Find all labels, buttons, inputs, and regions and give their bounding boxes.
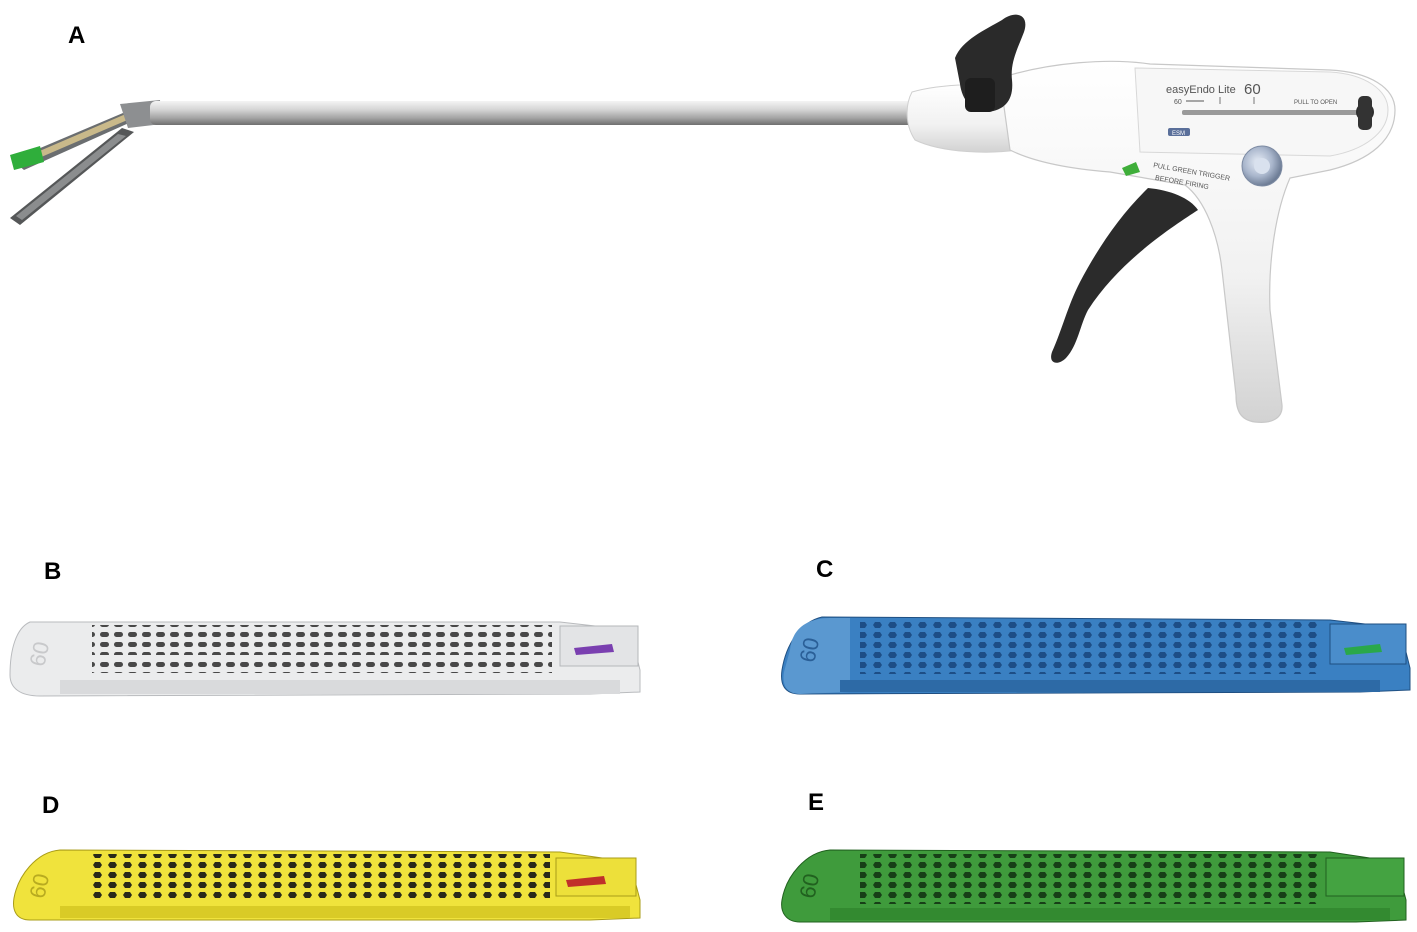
- stapler-device-image: easyEndo Lite 60 60 PULL TO OPEN ESM PUL…: [10, 14, 1396, 423]
- firing-slot: [1182, 110, 1362, 115]
- panel-label-d: D: [42, 792, 60, 819]
- device-brand: easyEndo Lite: [1166, 84, 1236, 96]
- panel-label-a: A: [68, 22, 86, 49]
- cartridge-c: 60: [781, 616, 1411, 695]
- cartridge-d: 60: [13, 849, 641, 921]
- pull-to-open-label: PULL TO OPEN: [1294, 100, 1337, 106]
- firing-trigger: [1051, 188, 1198, 363]
- stapler-shaft: [150, 101, 930, 125]
- svg-text:ESM: ESM: [1172, 131, 1185, 137]
- stapler-jaws: [10, 100, 162, 225]
- scale-mark: 60: [1174, 99, 1182, 106]
- device-size: 60: [1244, 81, 1261, 98]
- panel-label-e: E: [808, 789, 825, 816]
- svg-text:60: 60: [795, 871, 825, 900]
- svg-text:60: 60: [25, 639, 55, 668]
- green-trigger: [1122, 162, 1140, 176]
- cartridge-b: 60: [9, 621, 641, 697]
- panel-label-c: C: [816, 556, 834, 583]
- svg-text:60: 60: [795, 635, 825, 664]
- esm-logo: ESM: [1168, 128, 1190, 137]
- svg-text:60: 60: [25, 871, 55, 900]
- panel-label-b: B: [44, 558, 62, 585]
- cartridge-e: 60: [781, 849, 1407, 923]
